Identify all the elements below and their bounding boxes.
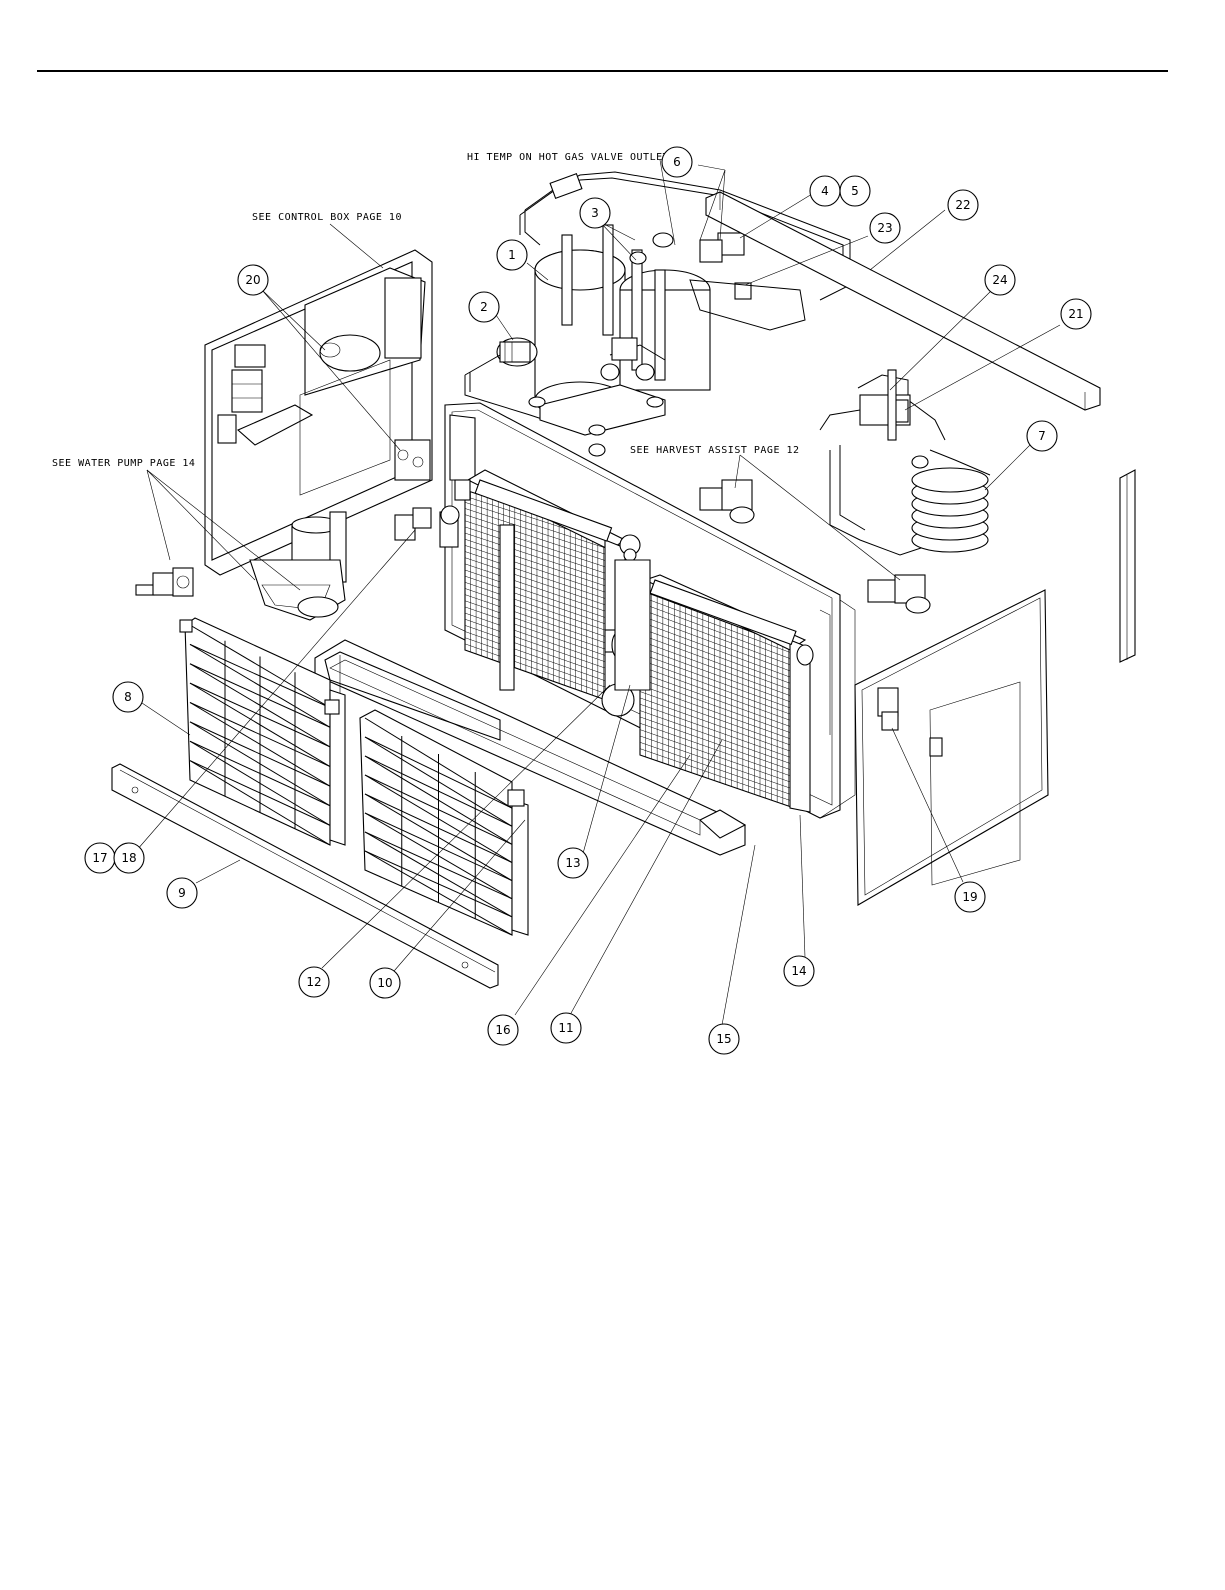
water-inlet-valve: [136, 568, 193, 596]
callout-21: 21: [1061, 299, 1091, 329]
svg-text:18: 18: [121, 851, 136, 865]
refrigeration-assembly: [465, 172, 850, 456]
svg-text:11: 11: [558, 1021, 573, 1035]
svg-text:24: 24: [992, 273, 1007, 287]
callout-18: 18: [114, 843, 144, 873]
svg-text:5: 5: [851, 184, 859, 198]
callout-15: 15: [709, 1024, 739, 1054]
callout-12: 12: [299, 967, 329, 997]
condenser-coil: [820, 370, 990, 555]
callout-5: 5: [840, 176, 870, 206]
callout-13: 13: [558, 848, 588, 878]
callout-11: 11: [551, 1013, 581, 1043]
svg-text:10: 10: [377, 976, 392, 990]
svg-text:12: 12: [306, 975, 321, 989]
note-hi-temp: HI TEMP ON HOT GAS VALVE OUTLET: [467, 152, 669, 163]
svg-text:1: 1: [508, 248, 516, 262]
callout-6: 6: [662, 147, 692, 177]
callout-10: 10: [370, 968, 400, 998]
svg-text:14: 14: [791, 964, 806, 978]
svg-text:2: 2: [480, 300, 488, 314]
callout-16: 16: [488, 1015, 518, 1045]
harvest-assist-lower: [868, 575, 930, 613]
callout-7: 7: [1027, 421, 1057, 451]
callout-22: 22: [948, 190, 978, 220]
callout-3: 3: [580, 198, 610, 228]
callout-17: 17: [85, 843, 115, 873]
note-water-pump: SEE WATER PUMP PAGE 14: [52, 458, 195, 469]
side-bracket: [1120, 470, 1135, 662]
svg-text:9: 9: [178, 886, 186, 900]
callout-23: 23: [870, 213, 900, 243]
svg-text:13: 13: [565, 856, 580, 870]
svg-text:15: 15: [716, 1032, 731, 1046]
callout-2: 2: [469, 292, 499, 322]
svg-text:16: 16: [495, 1023, 510, 1037]
svg-text:22: 22: [955, 198, 970, 212]
note-harvest-assist: SEE HARVEST ASSIST PAGE 12: [630, 445, 800, 456]
svg-text:3: 3: [591, 206, 599, 220]
svg-text:17: 17: [92, 851, 107, 865]
callout-14: 14: [784, 956, 814, 986]
note-control-box: SEE CONTROL BOX PAGE 10: [252, 212, 402, 223]
svg-text:7: 7: [1038, 429, 1046, 443]
svg-text:6: 6: [673, 155, 681, 169]
svg-text:4: 4: [821, 184, 829, 198]
callout-20: 20: [238, 265, 268, 295]
svg-text:19: 19: [962, 890, 977, 904]
callout-8: 8: [113, 682, 143, 712]
svg-text:23: 23: [877, 221, 892, 235]
harvest-assist-upper: [700, 480, 754, 523]
svg-text:8: 8: [124, 690, 132, 704]
svg-text:21: 21: [1068, 307, 1083, 321]
callout-19: 19: [955, 882, 985, 912]
callout-9: 9: [167, 878, 197, 908]
svg-text:20: 20: [245, 273, 260, 287]
callout-4: 4: [810, 176, 840, 206]
callout-24: 24: [985, 265, 1015, 295]
callout-1: 1: [497, 240, 527, 270]
